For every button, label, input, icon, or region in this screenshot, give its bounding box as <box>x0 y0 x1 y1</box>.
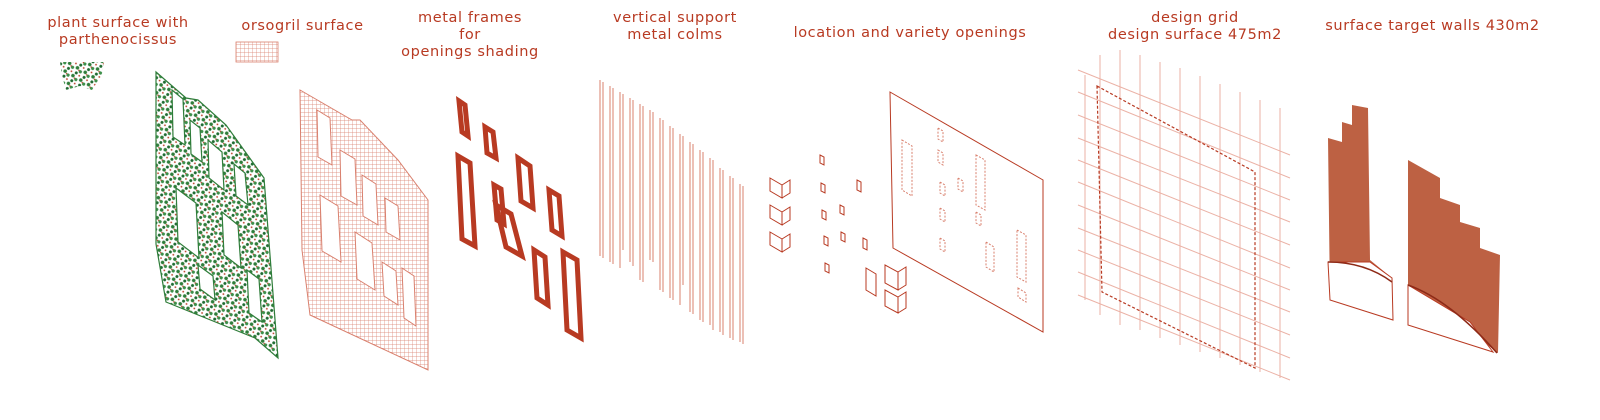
surface-target-label: surface target walls 430m2 <box>1320 18 1545 35</box>
plant-surface-label-line-1: plant surface with <box>47 15 189 31</box>
metal-frames-label: metal frames for openings shading <box>380 10 560 61</box>
plant-surface-panel <box>155 70 279 360</box>
metal-frames-panel <box>455 95 584 343</box>
orsogril-surface-label-line-1: orsogril surface <box>241 18 364 34</box>
plant-surface-label: plant surface with parthenocissus <box>28 15 208 49</box>
vertical-support-panel <box>599 80 744 344</box>
surface-target-walls-panel <box>1327 105 1500 354</box>
metal-frames-label-line-1: metal frames <box>417 10 522 26</box>
openings-label: location and variety openings <box>775 25 1045 42</box>
design-grid-label: design grid design surface 475m2 <box>1085 10 1305 44</box>
vertical-support-label-line-1: vertical support <box>613 10 737 26</box>
metal-frames-label-line-3: openings shading <box>401 44 539 60</box>
plant-foliage-icon <box>60 62 104 90</box>
openings-label-line-1: location and variety openings <box>793 25 1027 41</box>
surface-target-label-line-1: surface target walls 430m2 <box>1325 18 1540 34</box>
plant-surface-label-line-2: parthenocissus <box>58 32 178 48</box>
orsogril-surface-panel <box>299 89 429 371</box>
vertical-support-label: vertical support metal colms <box>590 10 760 44</box>
openings-panel <box>769 91 1044 333</box>
vertical-support-label-line-2: metal colms <box>627 27 723 43</box>
design-grid-label-line-2: design surface 475m2 <box>1108 27 1282 43</box>
design-grid-label-line-1: design grid <box>1151 10 1239 26</box>
orsogril-surface-label: orsogril surface <box>225 18 380 35</box>
metal-frames-label-line-2: for <box>459 27 481 43</box>
mesh-grid-icon <box>235 41 279 63</box>
design-grid-panel <box>1077 50 1291 381</box>
